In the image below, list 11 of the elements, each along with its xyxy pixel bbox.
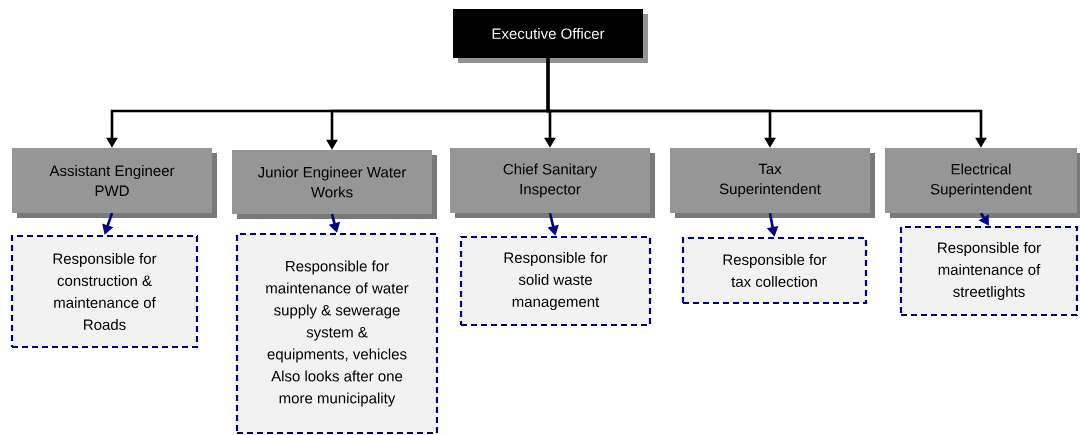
duty-box: Responsible for tax collection [681, 236, 868, 305]
duty-box: Responsible for maintenance of water supply & sewerage system & equipments, vehicles Also looks after one more municipality [235, 232, 439, 435]
role-box: Assistant Engineer PWD [12, 148, 217, 218]
duty-box: Responsible for construction & maintenance of Roads [10, 234, 199, 349]
role-box: Junior Engineer Water Works [232, 150, 437, 219]
role-box: Electrical Superintendent [885, 148, 1080, 218]
duty-box: Responsible for solid waste management [459, 235, 652, 327]
role-box: Tax Superintendent [670, 148, 875, 218]
role-box: Chief Sanitary Inspector [450, 148, 655, 218]
executive-box: Executive Officer [453, 9, 648, 63]
duty-box: Responsible for maintenance of streetlights [899, 225, 1079, 317]
